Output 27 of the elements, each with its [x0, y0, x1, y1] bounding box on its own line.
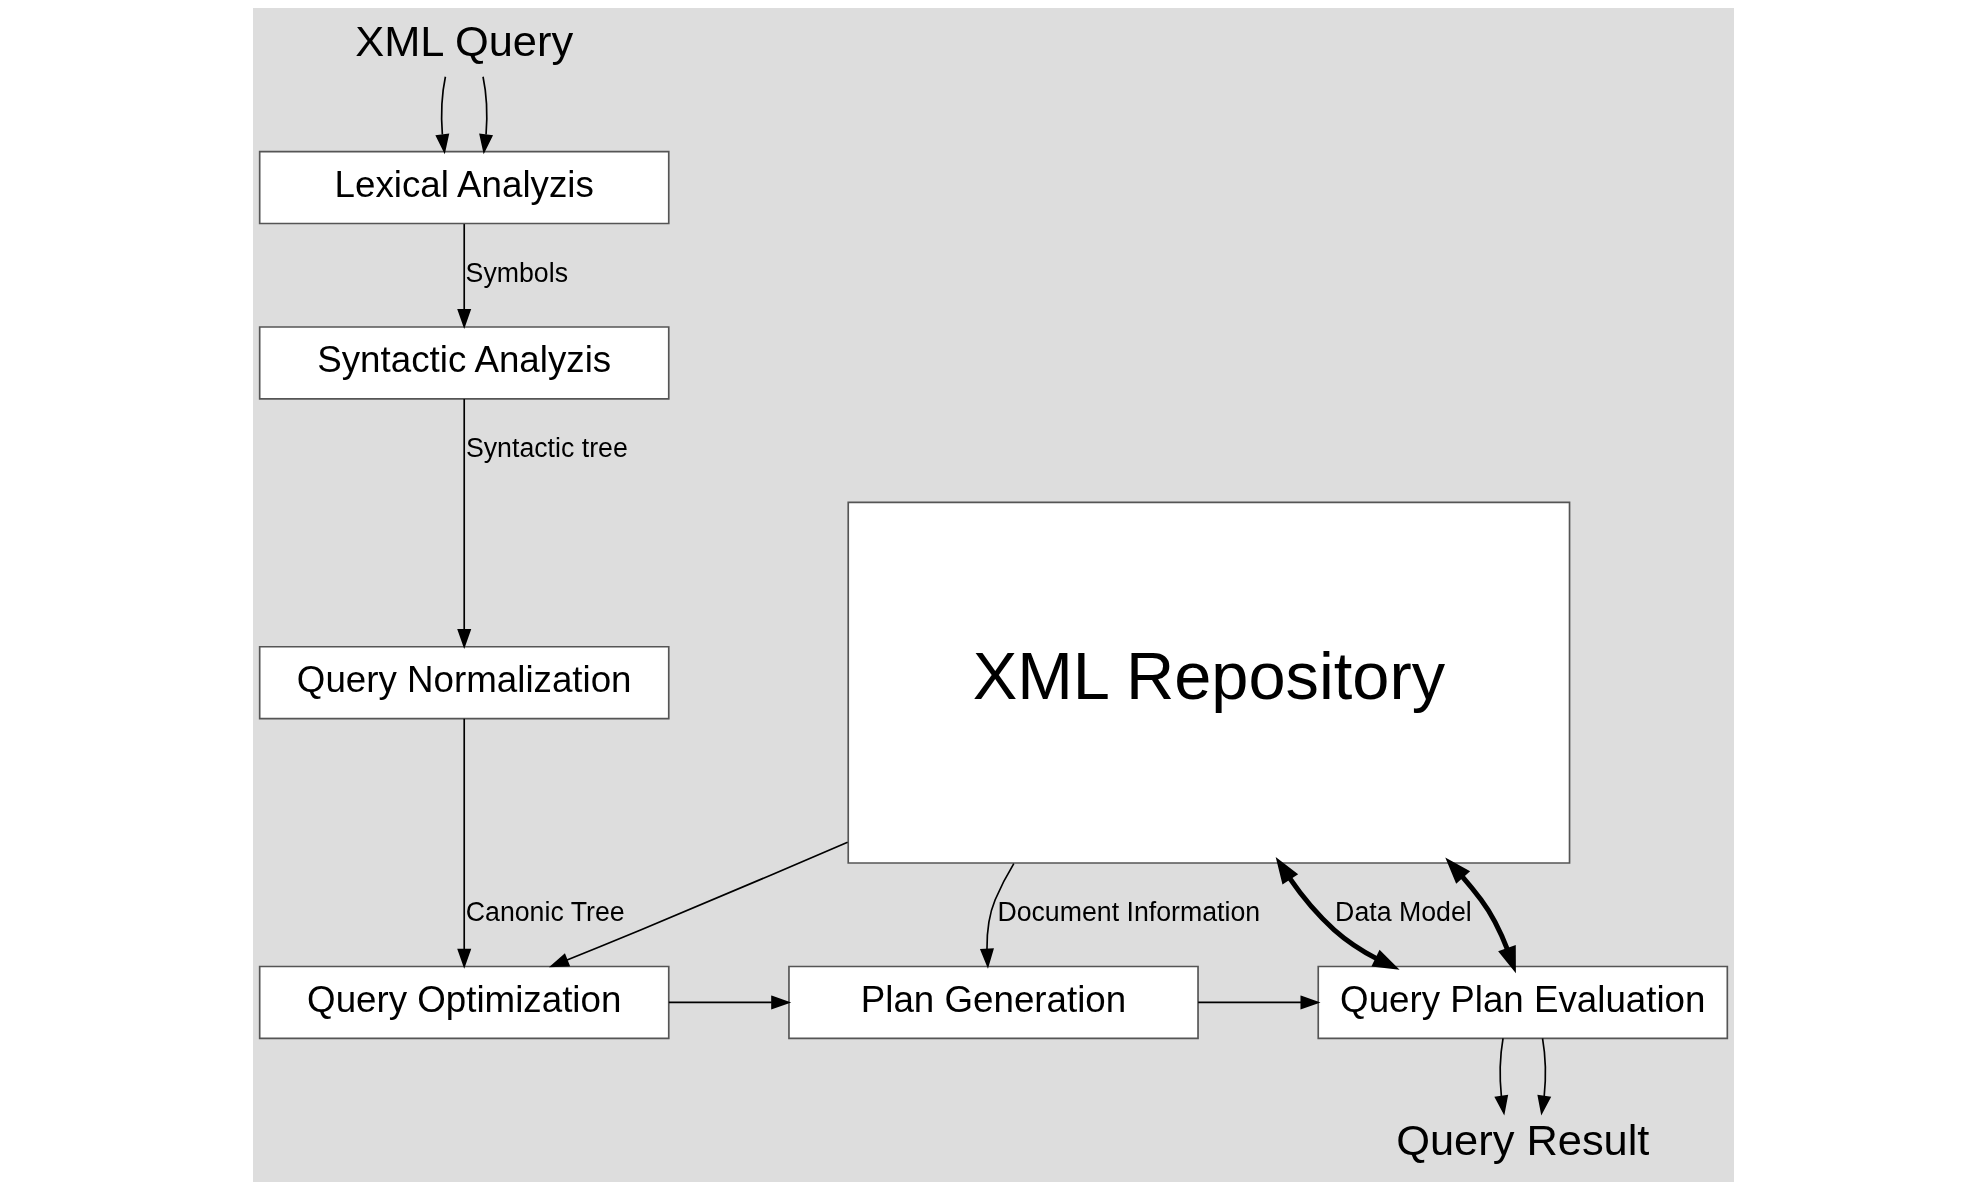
arrow — [434, 75, 449, 155]
node-box: Query Plan Evaluation — [1316, 965, 1728, 1040]
edge-label: Data Model — [1334, 897, 1472, 928]
node-text: Query Result — [1395, 1115, 1649, 1164]
arrow — [478, 75, 493, 155]
edge-label: Document Information — [996, 897, 1260, 928]
arrow — [456, 398, 471, 650]
node-box: Query Optimization — [258, 965, 670, 1040]
node-text: XML Query — [354, 17, 573, 66]
arrow — [456, 223, 471, 330]
edge-label: Canonic Tree — [465, 897, 625, 928]
arrow — [1196, 995, 1321, 1010]
arrow — [1275, 856, 1400, 970]
arrow — [667, 995, 791, 1010]
arrow — [1493, 1037, 1508, 1116]
node-box: Plan Generation — [787, 965, 1199, 1040]
edge-label: Symbols — [465, 257, 568, 288]
arrow — [1536, 1037, 1551, 1116]
node-box: Lexical Analyzis — [258, 150, 670, 225]
arrow — [1444, 857, 1516, 974]
node-box: XML Repository — [846, 501, 1570, 864]
arrow — [979, 862, 1015, 969]
arrow — [456, 717, 471, 969]
node-box: Syntactic Analyzis — [258, 326, 670, 400]
node-box: Query Normalization — [258, 645, 670, 720]
edge-label: Syntactic tree — [465, 432, 628, 463]
arrow — [548, 841, 848, 968]
